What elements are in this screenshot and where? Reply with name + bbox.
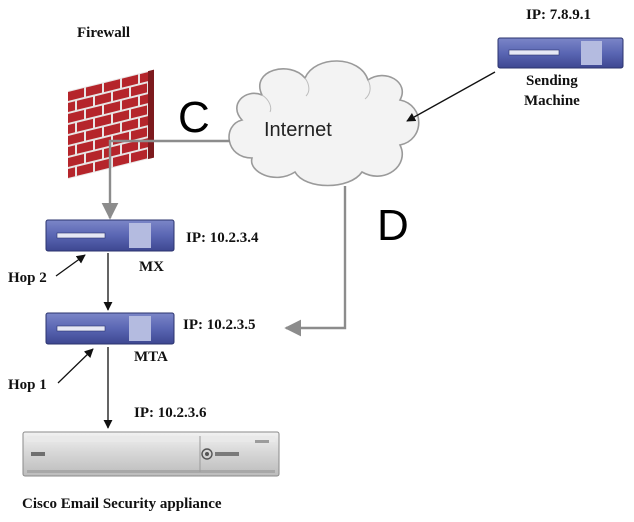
sending-machine-label-line2: Machine — [524, 93, 580, 109]
firewall-brick — [86, 105, 102, 119]
mta-label: MTA — [134, 349, 168, 365]
appliance-ip: IP: 10.2.3.6 — [134, 405, 207, 421]
firewall-brick — [140, 94, 148, 106]
firewall-brick — [122, 140, 138, 154]
mx-server-icon — [45, 219, 175, 252]
firewall-brick — [77, 162, 93, 176]
firewall-brick — [68, 110, 84, 124]
cloud-icon — [228, 60, 420, 187]
firewall-brick — [77, 96, 93, 110]
appliance-icon — [22, 431, 280, 477]
firewall-brick — [122, 74, 138, 88]
path-c-line — [101, 139, 230, 220]
firewall-brick — [131, 105, 147, 119]
hop1-arrow — [57, 348, 94, 384]
firewall-brick — [113, 153, 129, 167]
firewall-brick — [95, 92, 111, 106]
firewall-brick — [131, 127, 147, 141]
sending-machine-ip: IP: 7.8.9.1 — [526, 7, 591, 23]
firewall-brick — [86, 149, 102, 163]
hop1-label: Hop 1 — [8, 377, 47, 393]
firewall-side — [148, 69, 154, 160]
firewall-brick — [122, 96, 138, 110]
appliance-label: Cisco Email Security appliance — [22, 496, 222, 512]
sending-to-internet-arrow — [406, 71, 496, 122]
internet-label: Internet — [264, 119, 332, 141]
path-c-label: C — [178, 93, 210, 142]
firewall-brick — [95, 158, 111, 172]
firewall-brick — [86, 83, 102, 97]
hop2-arrow — [55, 254, 86, 277]
firewall-brick — [104, 145, 120, 159]
firewall-brick — [113, 109, 129, 123]
firewall-brick — [113, 87, 129, 101]
firewall-brick — [68, 123, 75, 135]
firewall-brick — [122, 118, 138, 132]
mta-ip: IP: 10.2.3.5 — [183, 317, 256, 333]
firewall-brick — [104, 123, 120, 137]
firewall-brick — [86, 127, 102, 141]
firewall-brick — [104, 101, 120, 115]
firewall-brick — [104, 79, 120, 93]
firewall-brick — [140, 72, 148, 84]
firewall-brick — [68, 145, 75, 157]
firewall-brick — [140, 116, 148, 128]
path-d-label: D — [377, 201, 409, 250]
firewall-brick — [77, 118, 93, 132]
firewall-brick — [68, 88, 84, 102]
firewall-icon — [68, 69, 154, 180]
firewall-brick — [77, 140, 93, 154]
firewall-brick — [68, 167, 75, 179]
firewall-brick — [68, 154, 84, 168]
mta-server-icon — [45, 312, 175, 345]
sending-machine-label-line1: Sending — [526, 73, 578, 89]
firewall-brick — [131, 149, 147, 163]
mx-ip: IP: 10.2.3.4 — [186, 230, 259, 246]
firewall-brick — [68, 132, 84, 146]
path-d-line — [284, 186, 347, 337]
sending-machine-server-icon — [497, 37, 624, 69]
firewall-brick — [95, 136, 111, 150]
firewall-label: Firewall — [77, 25, 130, 41]
firewall-brick — [68, 101, 75, 113]
hop2-label: Hop 2 — [8, 270, 47, 286]
mx-label: MX — [139, 259, 164, 275]
firewall-brick — [95, 114, 111, 128]
firewall-brick — [131, 83, 147, 97]
